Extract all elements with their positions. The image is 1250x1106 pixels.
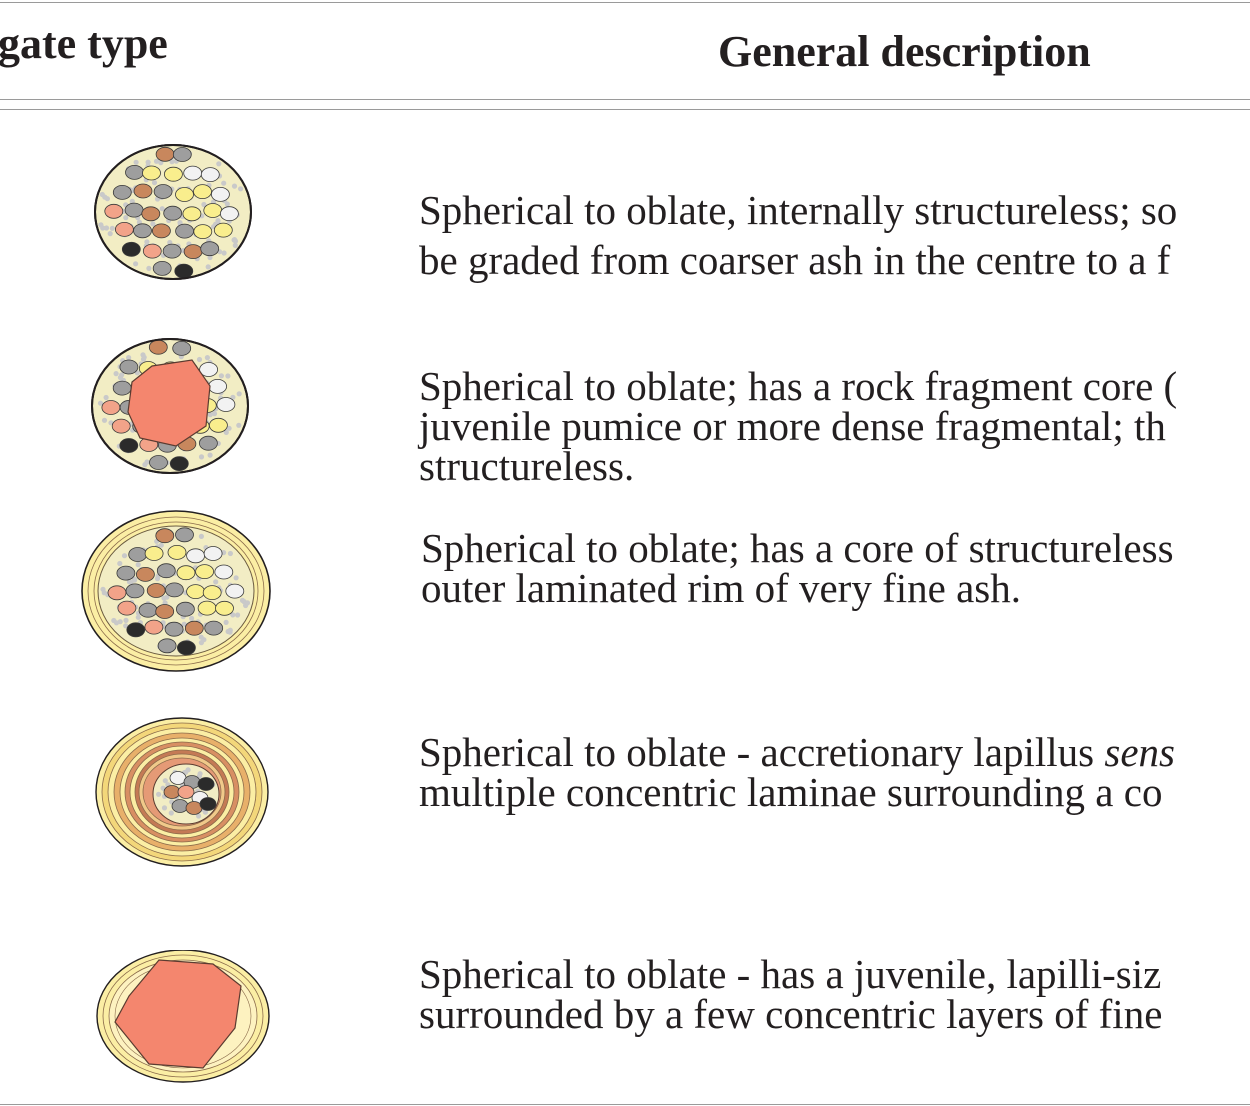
description-line: structureless. (419, 443, 635, 489)
description-line: outer laminated rim of very fine ash. (421, 565, 1021, 611)
description-row-2: Spherical to oblate; has a rock fragment… (419, 363, 1178, 489)
aggregate-icon-laminated-rim (81, 510, 271, 672)
description-row-1: Spherical to oblate, internally structur… (419, 185, 1177, 285)
column-header-general-description: General description (718, 27, 1091, 76)
description-line: surrounded by a few concentric layers of… (419, 991, 1163, 1037)
aggregate-icon-rock-core (91, 338, 249, 474)
aggregate-icon-accretionary-lapillus (95, 717, 269, 867)
aggregate-icon-structureless (94, 144, 252, 280)
column-header-aggregate-type: gate type (0, 19, 168, 68)
description-line: Spherical to oblate - accretionary lapil… (419, 729, 1175, 775)
header-rule-lower (0, 109, 1250, 110)
description-row-5: Spherical to oblate - has a juvenile, la… (419, 951, 1163, 1037)
description-row-3: Spherical to oblate; has a core of struc… (421, 525, 1174, 611)
description-line: Spherical to oblate - has a juvenile, la… (419, 951, 1162, 997)
description-row-4: Spherical to oblate - accretionary lapil… (419, 729, 1175, 815)
italic-term: sens (1104, 729, 1175, 775)
description-line: juvenile pumice or more dense fragmental… (419, 403, 1166, 449)
description-line: Spherical to oblate, internally structur… (419, 187, 1178, 233)
description-line: multiple concentric laminae surrounding … (419, 769, 1163, 815)
bottom-rule (0, 1104, 1250, 1105)
description-line: Spherical to oblate; has a core of struc… (421, 525, 1174, 571)
aggregate-icon-juvenile-core (96, 950, 270, 1083)
header-rule-upper (0, 99, 1250, 100)
top-rule (0, 2, 1250, 3)
description-line: be graded from coarser ash in the centre… (419, 237, 1171, 283)
description-line: Spherical to oblate; has a rock fragment… (419, 363, 1178, 409)
